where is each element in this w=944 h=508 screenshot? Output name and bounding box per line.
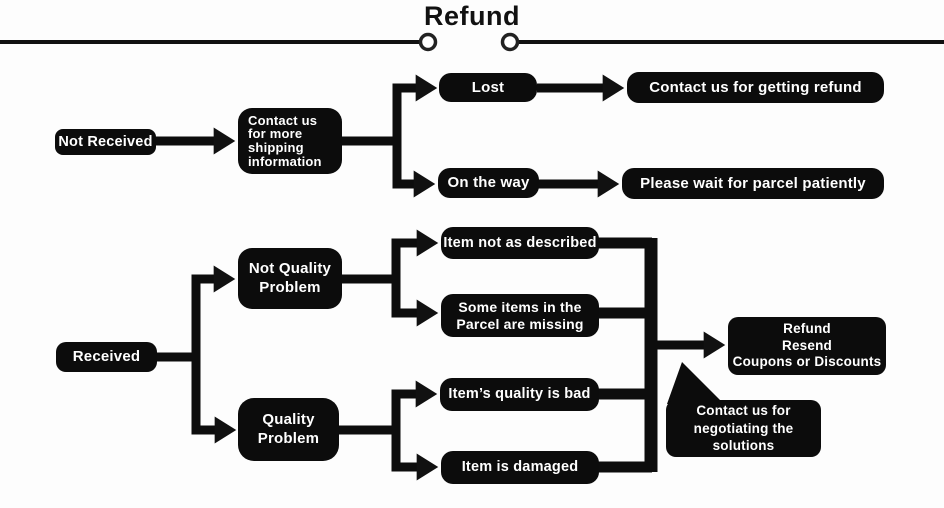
node-label: Item is damaged bbox=[461, 459, 579, 476]
received-connectors bbox=[156, 229, 439, 481]
not-received-connectors bbox=[156, 74, 625, 198]
node-received: Received bbox=[56, 342, 157, 372]
node-contact-shipping: Contact us for more shipping information bbox=[238, 108, 342, 174]
negotiate-speech-bubble: Contact us for negotiating the solutions bbox=[666, 400, 821, 457]
page-title: Refund bbox=[424, 1, 520, 31]
node-label: Please wait for parcel patiently bbox=[640, 174, 866, 192]
node-item-damaged: Item is damaged bbox=[441, 451, 599, 484]
node-label: On the way bbox=[447, 174, 530, 192]
node-please-wait: Please wait for parcel patiently bbox=[622, 168, 884, 199]
node-label: Item’s quality is bad bbox=[448, 386, 591, 403]
node-label: Lost bbox=[471, 78, 505, 96]
bubble-tail bbox=[667, 362, 724, 404]
divider-circle-right bbox=[500, 32, 520, 52]
node-lost: Lost bbox=[439, 73, 537, 102]
node-label: Not Received bbox=[58, 133, 153, 150]
node-outcome: Refund Resend Coupons or Discounts bbox=[728, 317, 886, 375]
merge-connectors bbox=[598, 237, 726, 473]
node-quality-problem: Quality Problem bbox=[238, 398, 339, 461]
node-quality-bad: Item’s quality is bad bbox=[440, 378, 599, 411]
header-divider bbox=[0, 32, 944, 52]
node-label: Item not as described bbox=[443, 234, 597, 251]
node-label: Received bbox=[72, 348, 141, 366]
divider-circle-left bbox=[418, 32, 438, 52]
node-contact-refund: Contact us for getting refund bbox=[627, 72, 884, 103]
node-some-items-missing: Some items in the Parcel are missing bbox=[441, 294, 599, 337]
node-on-the-way: On the way bbox=[438, 168, 539, 198]
node-not-received: Not Received bbox=[55, 129, 156, 155]
node-not-quality-problem: Not Quality Problem bbox=[238, 248, 342, 309]
node-item-not-described: Item not as described bbox=[441, 227, 599, 259]
node-label: Contact us for getting refund bbox=[649, 78, 862, 96]
